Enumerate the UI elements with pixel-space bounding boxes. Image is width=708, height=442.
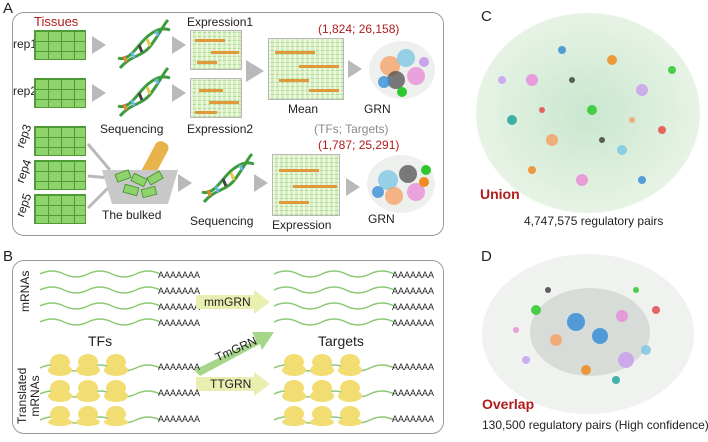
overlap-title: Overlap xyxy=(482,396,535,412)
grn2-count: (1,787; 25,291) xyxy=(318,138,400,152)
arrow-right-icon xyxy=(348,60,362,78)
dna-helix-icon xyxy=(117,66,171,118)
mortar-pestle-icon xyxy=(102,141,178,204)
overlap-pairs: 130,500 regulatory pairs (High confidenc… xyxy=(482,418,708,432)
grn1-label: GRN xyxy=(364,102,391,116)
polya-tail: AAAAAAA xyxy=(158,302,201,312)
tissue-block-rep3 xyxy=(34,126,86,156)
polya-tail: AAAAAAA xyxy=(392,286,435,296)
expression2-label: Expression2 xyxy=(187,122,254,136)
polya-tail: AAAAAAA xyxy=(392,318,435,328)
sequencing-label: Sequencing xyxy=(100,122,164,136)
dna-helix-icon xyxy=(201,152,255,204)
expression-heatmap xyxy=(272,154,340,216)
panel-c-letter: C xyxy=(481,8,492,25)
mean-label: Mean xyxy=(288,102,319,116)
tmgrn-arrow xyxy=(194,332,274,376)
arrow-right-icon xyxy=(346,178,360,196)
tissues-label: Tissues xyxy=(34,14,79,29)
polya-tail: AAAAAAA xyxy=(392,302,435,312)
polya-tail: AAAAAAA xyxy=(158,318,201,328)
grn1-count: (1,824; 26,158) xyxy=(318,22,400,36)
mean-heatmap xyxy=(268,38,344,100)
sequencing2-label: Sequencing xyxy=(190,214,254,228)
polya-tail: AAAAAAA xyxy=(392,388,435,398)
expression1-label: Expression1 xyxy=(187,15,254,29)
panel-d-letter: D xyxy=(481,248,492,265)
ttgrn-label: TTGRN xyxy=(210,377,252,391)
rep2-label: rep2 xyxy=(13,84,38,98)
polya-tail: AAAAAAA xyxy=(158,414,201,424)
union-pairs: 4,747,575 regulatory pairs xyxy=(524,214,664,228)
translated-strands-left xyxy=(40,354,160,426)
mmgrn-arrow xyxy=(196,290,270,314)
mrna-strands-right xyxy=(274,270,394,326)
grn2-label: GRN xyxy=(368,212,395,226)
mrna-strands-left xyxy=(40,270,160,326)
tissue-block-rep1 xyxy=(34,30,86,60)
panel-a-letter: A xyxy=(3,0,14,17)
expression2-heatmap xyxy=(190,78,242,118)
polya-tail: AAAAAAA xyxy=(392,414,435,424)
grn1-network xyxy=(369,41,435,99)
mmgrn-label: mmGRN xyxy=(204,295,251,309)
tfs-targets-legend: (TFs; Targets) xyxy=(314,122,389,136)
tissue-block-rep5 xyxy=(34,194,86,224)
targets-label: Targets xyxy=(318,333,364,349)
grn2-network xyxy=(367,155,435,213)
polya-tail: AAAAAAA xyxy=(158,286,201,296)
mrnas-label: mRNAs xyxy=(18,270,32,312)
union-network xyxy=(476,13,700,213)
tissue-block-rep2 xyxy=(34,78,86,108)
dna-helix-icon xyxy=(117,18,171,70)
arrow-right-icon xyxy=(92,36,106,54)
arrow-right-icon xyxy=(246,60,264,82)
translated-mrnas-label: Translated mRNAs xyxy=(15,367,42,424)
polya-tail: AAAAAAA xyxy=(158,362,201,372)
ttgrn-arrow xyxy=(196,372,270,396)
panel-b-letter: B xyxy=(3,248,14,265)
union-title: Union xyxy=(480,186,520,202)
expression1-heatmap xyxy=(190,30,242,70)
tfs-label: TFs xyxy=(88,333,113,349)
tissue-block-rep4 xyxy=(34,160,86,190)
arrow-right-icon xyxy=(178,174,192,192)
translated-strands-right xyxy=(274,354,394,426)
polya-tail: AAAAAAA xyxy=(392,362,435,372)
arrow-right-icon xyxy=(254,174,268,192)
overlap-network xyxy=(482,254,694,414)
rep1-label: rep1 xyxy=(13,37,38,51)
expression-label: Expression xyxy=(272,218,332,232)
arrow-right-icon xyxy=(172,84,186,102)
bulked-label: The bulked xyxy=(102,208,162,222)
arrow-right-icon xyxy=(172,36,186,54)
arrow-right-icon xyxy=(92,84,106,102)
polya-tail: AAAAAAA xyxy=(158,270,201,280)
polya-tail: AAAAAAA xyxy=(392,270,435,280)
polya-tail: AAAAAAA xyxy=(158,388,201,398)
